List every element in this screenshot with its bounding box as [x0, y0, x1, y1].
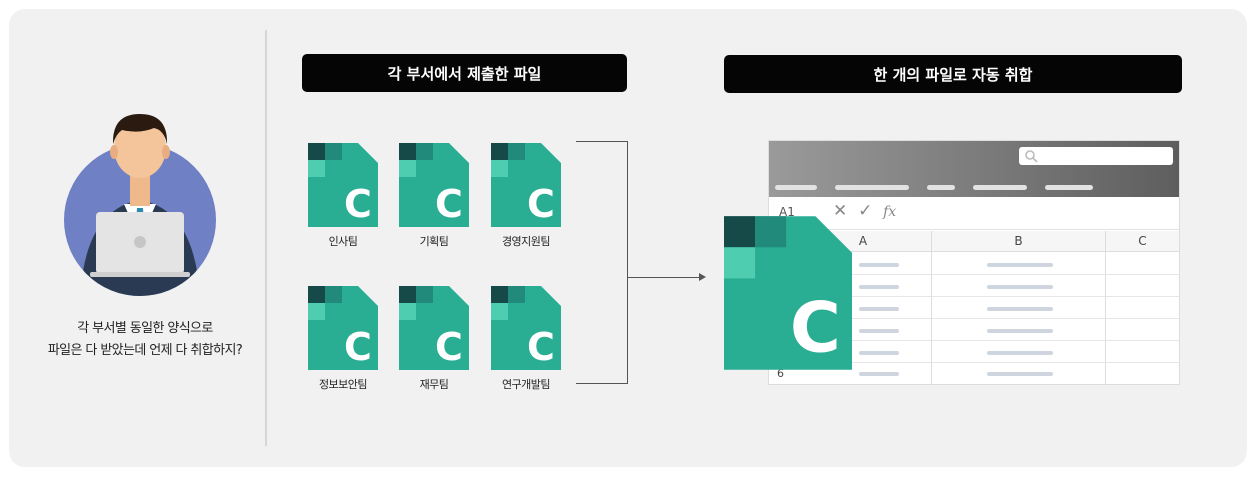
file-icon-rnd: C: [491, 286, 561, 370]
grid-line: [769, 318, 1179, 319]
file-letter: C: [527, 325, 555, 369]
function-icon: fx: [883, 204, 897, 220]
confirm-icon: ✓: [858, 201, 873, 221]
submitted-files-title: 각 부서에서 제출한 파일: [387, 64, 542, 83]
file-icon-planning: C: [399, 143, 469, 227]
cell-placeholder: [987, 285, 1053, 289]
grid-line: [769, 340, 1179, 341]
file-letter: C: [435, 182, 463, 226]
grid-line: [1105, 231, 1106, 384]
file-icon-finance: C: [399, 286, 469, 370]
merge-arrow-head: [699, 273, 706, 281]
cancel-icon: ✕: [833, 201, 848, 221]
cell-placeholder: [859, 307, 899, 311]
caption-line-2: 파일은 다 받았는데 언제 다 취합하지?: [47, 343, 243, 358]
file-icon-security: C: [308, 286, 378, 370]
worry-caption: 각 부서별 동일한 양식으로 파일은 다 받았는데 언제 다 취합하지?: [40, 318, 250, 362]
office-worker-illustration: [60, 100, 220, 300]
menu-placeholder: [1045, 185, 1093, 190]
formula-bar: A1 ✕ ✓ fx: [769, 197, 1179, 230]
auto-merge-banner: 한 개의 파일로 자동 취합: [724, 55, 1182, 93]
cell-reference: A1: [779, 205, 795, 219]
file-letter: C: [527, 182, 555, 226]
submitted-files-banner: 각 부서에서 제출한 파일: [302, 54, 627, 92]
cell-placeholder: [859, 372, 899, 376]
spreadsheet-toolbar: [769, 141, 1179, 197]
file-letter: C: [435, 325, 463, 369]
grid-line: [769, 274, 1179, 275]
cell-placeholder: [987, 372, 1053, 376]
merge-arrow-line: [627, 277, 699, 278]
cell-placeholder: [859, 263, 899, 267]
menu-placeholder: [835, 185, 909, 190]
menu-placeholder: [775, 185, 817, 190]
cell-placeholder: [859, 285, 899, 289]
file-label-planning: 기획팀: [419, 235, 449, 248]
grid-line: [769, 296, 1179, 297]
merged-file-icon: C: [724, 215, 852, 371]
search-icon: [1025, 150, 1038, 163]
file-label-rnd: 연구개발팀: [501, 378, 551, 391]
menu-placeholder: [973, 185, 1027, 190]
files-bracket: [576, 141, 628, 384]
caption-line-1: 각 부서별 동일한 양식으로: [77, 321, 213, 336]
formula-icons: ✕ ✓ fx: [833, 201, 896, 221]
grid-line: [931, 231, 932, 384]
column-header-c: C: [1106, 231, 1180, 252]
column-header-b: B: [932, 231, 1106, 252]
auto-merge-title: 한 개의 파일로 자동 취합: [873, 65, 1033, 84]
file-letter: C: [344, 182, 372, 226]
file-letter: C: [344, 325, 372, 369]
cell-placeholder: [859, 351, 899, 355]
cell-placeholder: [987, 329, 1053, 333]
cell-placeholder: [859, 329, 899, 333]
file-letter: C: [790, 289, 841, 369]
file-label-hr: 인사팀: [328, 235, 358, 248]
file-label-finance: 재무팀: [419, 378, 449, 391]
spreadsheet-search-box: [1019, 147, 1173, 165]
file-icon-hr: C: [308, 143, 378, 227]
cell-placeholder: [987, 307, 1053, 311]
menu-placeholder: [927, 185, 955, 190]
row-number: 6: [777, 367, 784, 380]
file-label-security: 정보보안팀: [318, 378, 368, 391]
section-divider: [265, 30, 267, 446]
file-icon-management: C: [491, 143, 561, 227]
file-label-management: 경영지원팀: [501, 235, 551, 248]
cell-placeholder: [987, 263, 1053, 267]
grid-line: [769, 362, 1179, 363]
cell-placeholder: [987, 351, 1053, 355]
